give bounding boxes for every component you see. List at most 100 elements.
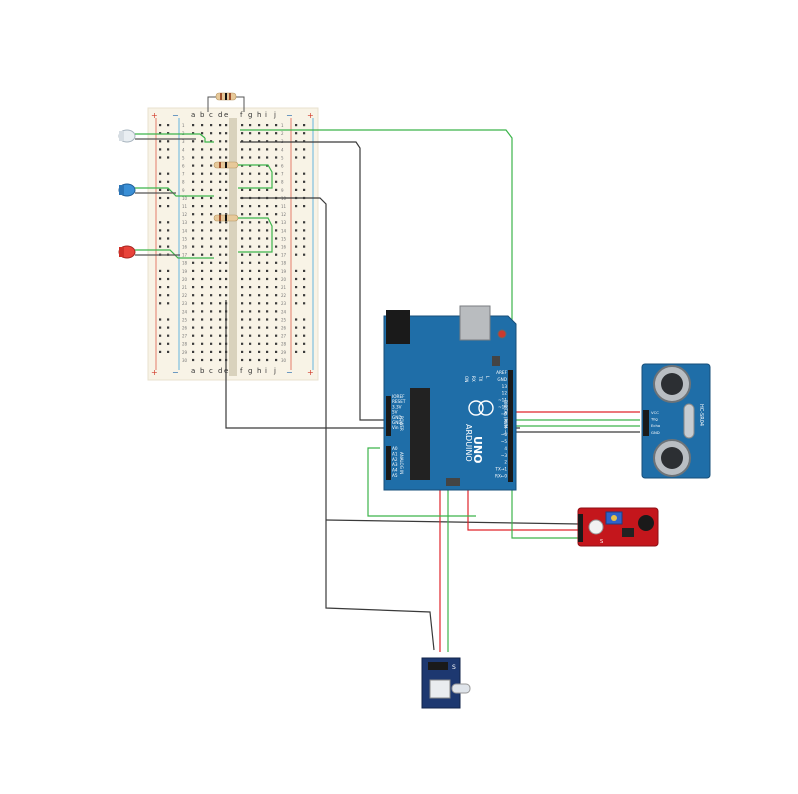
breadboard-hole[interactable]: [241, 237, 244, 240]
breadboard-hole[interactable]: [266, 156, 269, 159]
breadboard-hole[interactable]: [192, 188, 195, 191]
breadboard-hole[interactable]: [192, 261, 195, 264]
breadboard-hole[interactable]: [192, 148, 195, 151]
breadboard-hole[interactable]: [275, 205, 278, 208]
breadboard-hole[interactable]: [219, 140, 222, 143]
breadboard-hole[interactable]: [258, 318, 261, 321]
breadboard-hole[interactable]: [219, 205, 222, 208]
breadboard-hole[interactable]: [201, 172, 204, 175]
rail-hole[interactable]: [303, 124, 306, 127]
breadboard-hole[interactable]: [266, 253, 269, 256]
breadboard-hole[interactable]: [225, 229, 228, 232]
breadboard-hole[interactable]: [210, 326, 213, 329]
breadboard-hole[interactable]: [266, 358, 269, 362]
breadboard-hole[interactable]: [258, 310, 261, 313]
rail-hole[interactable]: [167, 188, 170, 191]
rail-hole[interactable]: [167, 172, 170, 175]
rail-hole[interactable]: [295, 334, 298, 337]
breadboard-hole[interactable]: [201, 334, 204, 337]
breadboard-hole[interactable]: [249, 132, 252, 135]
breadboard-hole[interactable]: [225, 132, 228, 135]
breadboard-hole[interactable]: [225, 196, 228, 200]
breadboard-hole[interactable]: [210, 269, 213, 272]
breadboard-hole[interactable]: [219, 318, 222, 321]
breadboard-hole[interactable]: [219, 342, 222, 345]
breadboard-hole[interactable]: [249, 188, 252, 191]
breadboard-hole[interactable]: [201, 237, 204, 240]
breadboard-hole[interactable]: [249, 310, 252, 313]
breadboard-hole[interactable]: [219, 277, 222, 281]
rail-hole[interactable]: [295, 245, 298, 248]
breadboard-hole[interactable]: [266, 180, 269, 183]
breadboard-hole[interactable]: [241, 221, 244, 224]
breadboard-hole[interactable]: [219, 124, 222, 127]
breadboard-hole[interactable]: [192, 277, 195, 281]
breadboard-hole[interactable]: [192, 156, 195, 159]
breadboard-hole[interactable]: [266, 310, 269, 313]
rail-hole[interactable]: [295, 188, 298, 191]
breadboard-hole[interactable]: [192, 318, 195, 321]
breadboard-hole[interactable]: [210, 277, 213, 281]
breadboard-hole[interactable]: [192, 172, 195, 175]
breadboard-hole[interactable]: [258, 148, 261, 151]
breadboard-hole[interactable]: [225, 188, 228, 191]
breadboard-hole[interactable]: [225, 180, 228, 183]
rail-hole[interactable]: [167, 326, 170, 329]
rail-hole[interactable]: [167, 302, 170, 305]
breadboard-hole[interactable]: [225, 294, 228, 297]
breadboard-hole[interactable]: [210, 253, 213, 256]
breadboard-hole[interactable]: [258, 213, 261, 216]
breadboard-hole[interactable]: [249, 172, 252, 175]
breadboard-hole[interactable]: [249, 326, 252, 329]
rail-hole[interactable]: [167, 350, 170, 353]
breadboard-hole[interactable]: [241, 302, 244, 305]
breadboard-hole[interactable]: [241, 350, 244, 353]
breadboard-hole[interactable]: [275, 148, 278, 151]
breadboard-hole[interactable]: [266, 188, 269, 191]
breadboard-hole[interactable]: [249, 124, 252, 127]
breadboard-hole[interactable]: [192, 286, 195, 289]
breadboard-hole[interactable]: [275, 132, 278, 135]
rail-hole[interactable]: [159, 245, 162, 248]
breadboard-hole[interactable]: [192, 334, 195, 337]
rail-hole[interactable]: [295, 342, 298, 345]
breadboard-hole[interactable]: [201, 286, 204, 289]
breadboard-hole[interactable]: [219, 156, 222, 159]
rail-hole[interactable]: [303, 334, 306, 337]
breadboard-hole[interactable]: [241, 140, 244, 143]
breadboard-hole[interactable]: [201, 350, 204, 353]
breadboard-hole[interactable]: [266, 318, 269, 321]
rail-hole[interactable]: [303, 294, 306, 297]
breadboard-hole[interactable]: [219, 172, 222, 175]
rail-hole[interactable]: [295, 326, 298, 329]
breadboard-hole[interactable]: [219, 253, 222, 256]
rail-hole[interactable]: [295, 302, 298, 305]
breadboard-hole[interactable]: [219, 302, 222, 305]
breadboard-hole[interactable]: [275, 253, 278, 256]
breadboard-hole[interactable]: [241, 277, 244, 281]
breadboard-hole[interactable]: [266, 213, 269, 216]
rail-hole[interactable]: [159, 294, 162, 297]
rail-hole[interactable]: [159, 205, 162, 208]
breadboard-hole[interactable]: [192, 253, 195, 256]
breadboard-hole[interactable]: [201, 156, 204, 159]
breadboard-hole[interactable]: [266, 205, 269, 208]
rail-hole[interactable]: [167, 180, 170, 183]
breadboard-hole[interactable]: [210, 180, 213, 183]
rail-hole[interactable]: [303, 132, 306, 135]
breadboard-hole[interactable]: [192, 140, 195, 143]
breadboard-hole[interactable]: [201, 245, 204, 248]
breadboard-hole[interactable]: [210, 245, 213, 248]
rail-hole[interactable]: [159, 237, 162, 240]
breadboard-hole[interactable]: [249, 350, 252, 353]
rail-hole[interactable]: [295, 229, 298, 232]
breadboard-hole[interactable]: [275, 245, 278, 248]
breadboard-hole[interactable]: [249, 140, 252, 143]
breadboard-hole[interactable]: [192, 124, 195, 127]
breadboard-hole[interactable]: [201, 188, 204, 191]
breadboard-hole[interactable]: [225, 286, 228, 289]
breadboard-hole[interactable]: [201, 269, 204, 272]
rail-hole[interactable]: [159, 350, 162, 353]
rail-hole[interactable]: [303, 221, 306, 224]
rail-hole[interactable]: [159, 221, 162, 224]
